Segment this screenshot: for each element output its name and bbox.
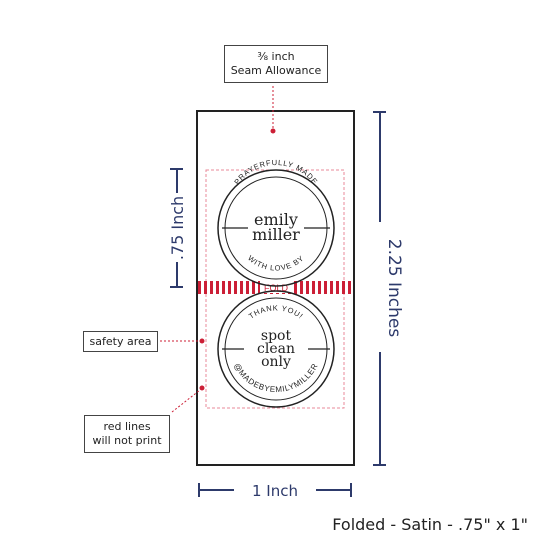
top-badge-arc-top: PRAYERFULLY MADE	[232, 158, 319, 186]
fold-stripe	[240, 281, 243, 294]
safety-marker-dot	[199, 338, 205, 344]
bottom-badge-line3: only	[261, 354, 291, 370]
fold-label: FOLD	[264, 283, 289, 293]
top-badge-arc-bottom: WITH LOVE BY	[246, 253, 306, 272]
fold-stripe	[330, 281, 333, 294]
seam-marker-dot	[270, 128, 276, 134]
fold-stripe	[306, 281, 309, 294]
bottom-badge-outer-ring	[217, 290, 335, 408]
fold-stripe	[222, 281, 225, 294]
fold-stripe	[348, 281, 351, 294]
top-badge: PRAYERFULLY MADE emily miller WITH LOVE …	[217, 158, 335, 287]
fold-stripe	[246, 281, 249, 294]
fold-stripe	[258, 281, 261, 294]
seam-allowance-line1: ⅜ inch	[257, 50, 295, 63]
fold-stripe	[300, 281, 303, 294]
red-lines-line2: will not print	[92, 434, 162, 447]
fold-stripe	[210, 281, 213, 294]
red-lines-marker-dot	[199, 385, 205, 391]
bottom-badge-arc-top: THANK YOU!	[247, 303, 305, 320]
fold-stripe	[342, 281, 345, 294]
seam-allowance-line2: Seam Allowance	[230, 64, 322, 77]
label-outline	[196, 110, 355, 466]
bottom-badge-line2: clean	[257, 341, 295, 357]
fold-stripe	[336, 281, 339, 294]
fold-stripe	[228, 281, 231, 294]
seam-allowance-callout: ⅜ inch Seam Allowance	[224, 45, 328, 83]
fold-stripe	[234, 281, 237, 294]
safety-area-text: safety area	[89, 335, 152, 348]
fold-stripe	[318, 281, 321, 294]
fold-stripe	[294, 281, 297, 294]
fold-stripe	[252, 281, 255, 294]
bottom-badge: THANK YOU! spot clean only @MADEBYEMILYM…	[217, 290, 335, 408]
fold-stripe	[204, 281, 207, 294]
top-badge-name-line2: miller	[252, 225, 300, 244]
fold-stripe	[216, 281, 219, 294]
fold-stripe	[312, 281, 315, 294]
dimension-folded-height: .75 Inch	[168, 168, 187, 288]
red-lines-line1: red lines	[103, 420, 151, 433]
fold-label-bg	[260, 281, 292, 293]
product-caption: Folded - Satin - .75" x 1"	[332, 515, 528, 534]
dimension-folded-height-label: .75 Inch	[168, 196, 187, 260]
dimension-width-label: 1 Inch	[252, 482, 298, 500]
top-badge-name-line1: emily	[254, 210, 298, 229]
dimension-total-height-label: 2.25 Inches	[384, 239, 404, 338]
dimension-total-height: 2.25 Inches	[373, 111, 404, 466]
dimension-width: 1 Inch	[198, 482, 352, 500]
bottom-badge-line1: spot	[261, 328, 292, 344]
top-badge-outer-ring	[217, 169, 335, 287]
fold-stripe	[324, 281, 327, 294]
red-lines-callout: red lines will not print	[84, 415, 170, 453]
red-lines-leader-line	[171, 389, 201, 413]
fold-stripe	[198, 281, 201, 294]
safety-area-callout: safety area	[83, 331, 158, 352]
